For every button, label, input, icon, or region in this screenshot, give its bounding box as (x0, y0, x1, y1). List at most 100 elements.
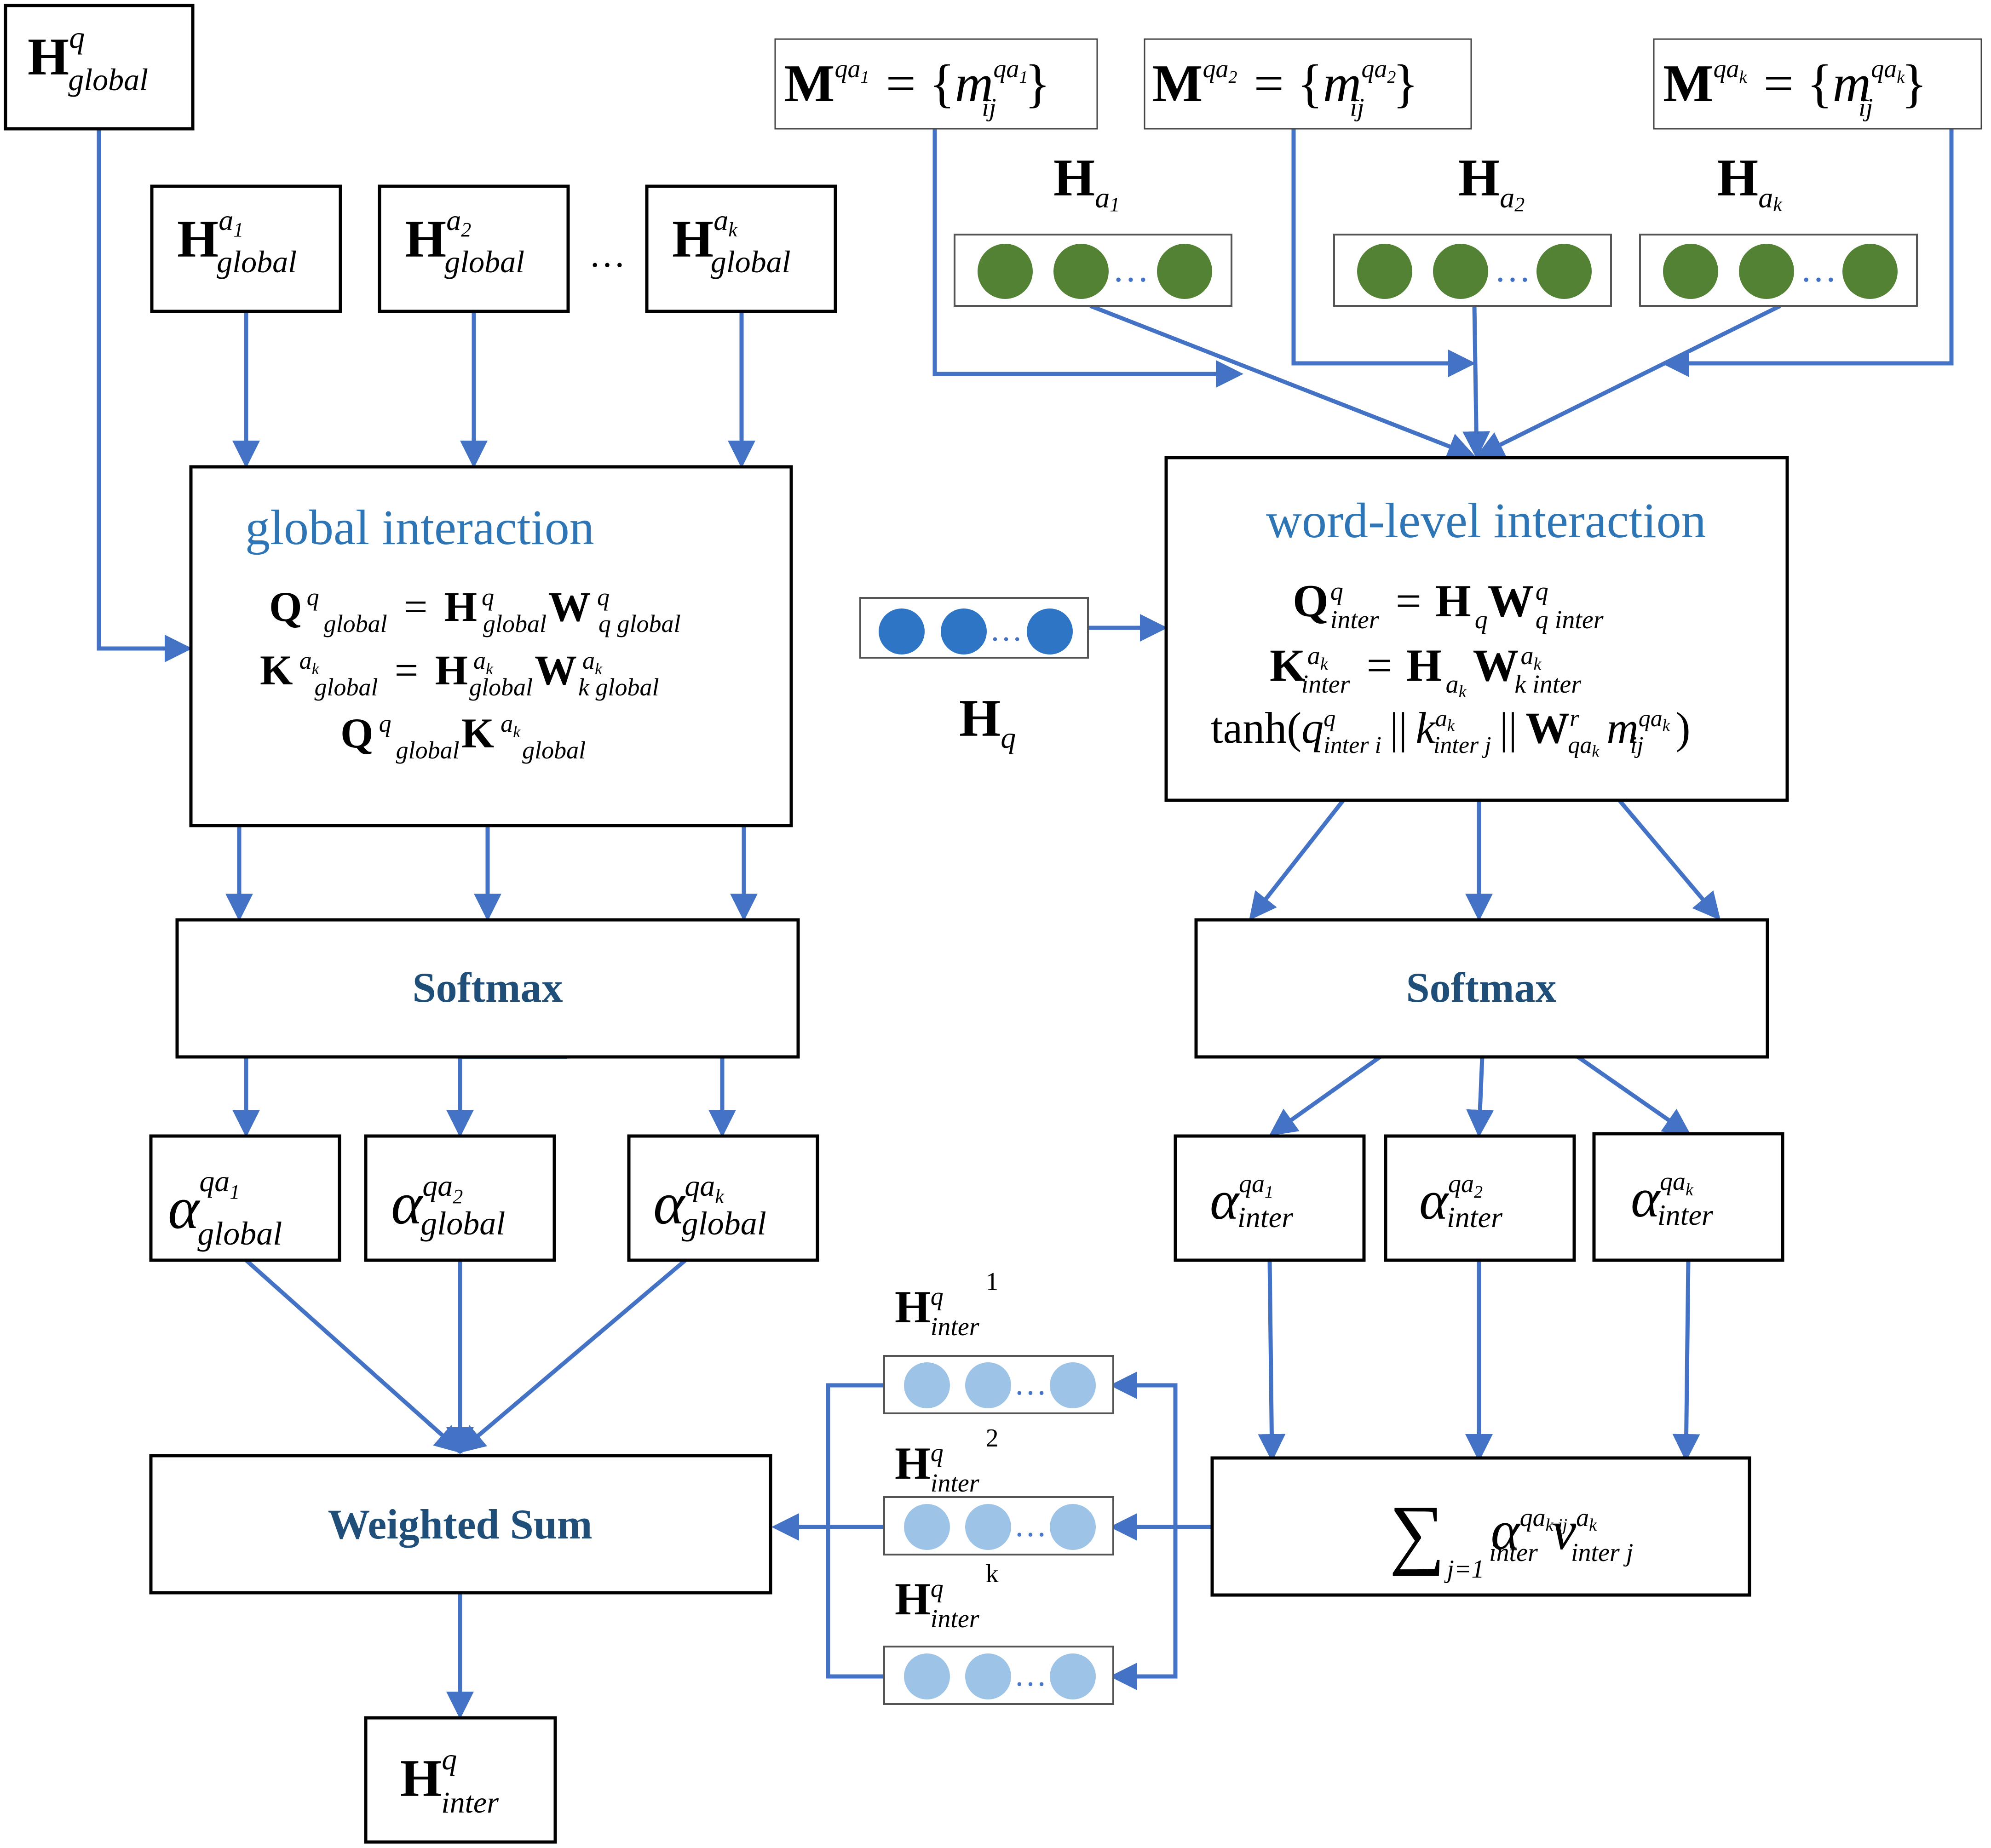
weighted-sum-box: Weighted Sum (149, 1454, 772, 1595)
arrow-hinter1-to-bus (826, 1383, 884, 1527)
arrow-rsoftmax-to-alpha2 (1466, 1056, 1494, 1137)
arrow-m2-to-wli (1291, 129, 1476, 377)
hak-node-1 (1663, 244, 1718, 299)
alpha-global-2-sup: qa (422, 1169, 453, 1203)
alpha-global-1-base: α (168, 1175, 201, 1241)
hak-global-sup: a (714, 204, 728, 236)
alpha-inter-2-sup: qa (1448, 1170, 1474, 1198)
hq-label: Hq (959, 689, 1016, 755)
h-inter-2-vector: … (883, 1496, 1114, 1555)
arrow-alpha1-to-wsum (245, 1258, 463, 1454)
ha2-global-sub: global (444, 244, 524, 279)
ha1-node-2 (1053, 244, 1109, 299)
hq-node-ellipsis: … (990, 611, 1023, 648)
alpha-global-k-sub: global (682, 1205, 766, 1242)
alpha-global-k-base: α (653, 1171, 686, 1237)
hq-global-base: H (28, 28, 69, 86)
arrows (97, 129, 1954, 1719)
ha1-global-sup: a (219, 204, 233, 236)
h-inter-k-node-3 (1050, 1653, 1096, 1699)
arrow-ralpha1-to-sum (1258, 1260, 1286, 1462)
hq-global-sub: global (68, 62, 148, 97)
ha1-node-vector: … (954, 234, 1232, 307)
alpha-inter-2-supsub: 2 (1474, 1182, 1483, 1202)
ha2-node-ellipsis: … (1494, 249, 1531, 290)
arrow-rsoftmax-to-alphak (1577, 1055, 1692, 1136)
arrow-bus-to-hinter-k (1110, 1527, 1178, 1690)
ha1-global-base: H (177, 210, 219, 269)
softmax-right-box: Softmax (1194, 918, 1769, 1059)
h-inter-1-node-3 (1050, 1362, 1096, 1408)
ha2-global-sup: a (446, 204, 461, 236)
arrow-softmax-to-alpha2 (446, 1055, 567, 1137)
alpha-inter-k-sub: inter (1657, 1199, 1714, 1231)
ha2-global-supsub: 2 (461, 218, 471, 241)
hak-label: Hak (1717, 149, 1783, 216)
softmax-right-label: Softmax (1406, 964, 1556, 1011)
arrow-bus-to-hinter-1 (1110, 1372, 1178, 1527)
alpha-inter-k-supsub: k (1686, 1180, 1694, 1199)
h-inter-2-node-2 (965, 1504, 1011, 1550)
ha1-node-ellipsis: … (1112, 249, 1149, 290)
arrow-m1-to-wli (932, 129, 1243, 388)
alpha-inter-2-base: α (1419, 1170, 1449, 1231)
hq-node-2 (941, 608, 987, 654)
h-inter-2-ellipsis: … (1014, 1507, 1047, 1544)
alpha-global-2-sub: global (420, 1205, 505, 1242)
h-inter-2-node-1 (904, 1504, 950, 1550)
weighted-sum-label: Weighted Sum (328, 1501, 592, 1548)
hq-node-1 (879, 608, 925, 654)
ha-global-ellipsis: … (589, 235, 626, 275)
ha1-label: Ha1 (1053, 149, 1120, 216)
h-inter-k-node-1 (904, 1653, 950, 1699)
ha2-node-3 (1536, 244, 1592, 299)
ha1-global-supsub: 1 (233, 218, 243, 241)
h-inter-2-node-3 (1050, 1504, 1096, 1550)
arrow-hinterk-to-bus (826, 1527, 884, 1679)
ha2-node-vector: … (1333, 234, 1612, 307)
h-inter-k-ellipsis: … (1014, 1656, 1047, 1693)
softmax-left-box: Softmax (175, 918, 800, 1059)
arrow-alphak-to-wsum (457, 1258, 687, 1454)
ha1-global-sub: global (217, 244, 297, 279)
ha1-node-3 (1157, 244, 1212, 299)
hak-global-base: H (672, 210, 714, 269)
ha1-node-1 (978, 244, 1033, 299)
arrow-hak-to-wli (1475, 304, 1782, 458)
arrow-rsoftmax-to-alpha1 (1269, 1055, 1381, 1136)
h-inter-output-base: H (400, 1749, 442, 1808)
arrow-wli-to-softmax-3 (1617, 799, 1721, 921)
hak-node-ellipsis: … (1800, 249, 1837, 290)
alpha-global-k-sup: qa (685, 1169, 715, 1203)
h-inter-k-vector: … (883, 1646, 1114, 1705)
alpha-global-1-supsub: 1 (230, 1181, 240, 1203)
h-inter-1-ellipsis: … (1014, 1365, 1047, 1402)
arrow-hq-global-to-interaction (97, 129, 192, 662)
